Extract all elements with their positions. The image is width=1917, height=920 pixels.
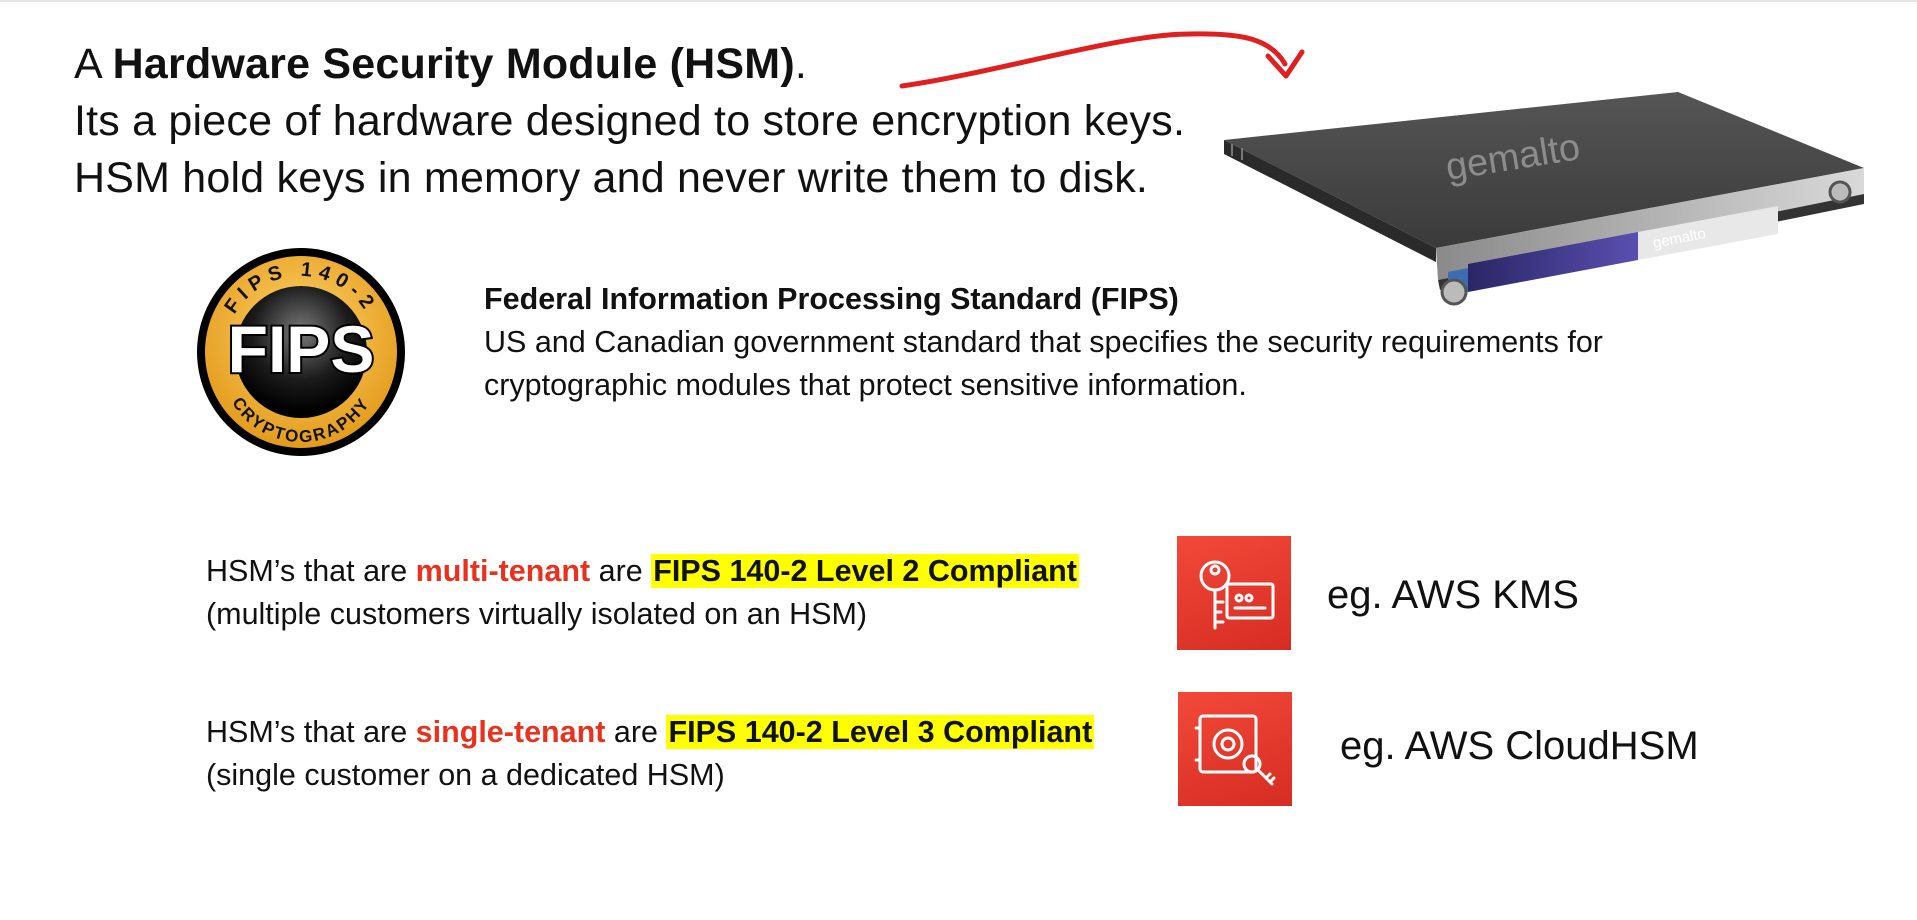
hsm-device-image: gemalto gemalto	[1224, 92, 1864, 306]
intro-line-1: A Hardware Security Module (HSM).	[74, 40, 807, 88]
aws-cloudhsm-icon	[1178, 692, 1292, 806]
multi-tenant-note: (multiple customers virtually isolated o…	[206, 597, 868, 631]
aws-cloudhsm-example: eg. AWS CloudHSM	[1340, 724, 1699, 768]
single-tenant-note: (single customer on a dedicated HSM)	[206, 758, 725, 792]
red-arrow-annotation	[899, 31, 1305, 89]
fips-badge-logo: FIPS 140-2 CRYPTOGRAPHY FIPS	[197, 248, 405, 456]
multi-tenant-line: HSM’s that are multi-tenant are FIPS 140…	[206, 554, 1079, 588]
level-3-compliance: FIPS 140-2 Level 3 Compliant	[666, 715, 1095, 749]
top-divider	[0, 0, 1917, 2]
fips-description-line-1: US and Canadian government standard that…	[484, 325, 1603, 359]
aws-kms-icon	[1177, 536, 1291, 650]
multi-tenant-term: multi-tenant	[415, 554, 591, 588]
single-tenant-line: HSM’s that are single-tenant are FIPS 14…	[206, 715, 1095, 749]
aws-kms-example: eg. AWS KMS	[1327, 573, 1579, 617]
intro-text: A Hardware Security Module (HSM). Its a …	[74, 36, 1185, 207]
single-tenant-statement: HSM’s that are single-tenant are FIPS 14…	[206, 711, 1095, 797]
intro-line-2: Its a piece of hardware designed to stor…	[74, 97, 1186, 145]
fips-description-line-2: cryptographic modules that protect sensi…	[484, 368, 1247, 402]
level-2-compliance: FIPS 140-2 Level 2 Compliant	[651, 554, 1079, 588]
intro-line-3: HSM hold keys in memory and never write …	[74, 154, 1149, 202]
hsm-term: Hardware Security Module (HSM)	[112, 40, 795, 88]
multi-tenant-statement: HSM’s that are multi-tenant are FIPS 140…	[206, 550, 1079, 636]
fips-description: Federal Information Processing Standard …	[484, 278, 1603, 407]
fips-heading: Federal Information Processing Standard …	[484, 282, 1179, 316]
fips-badge-center-text: FIPS	[228, 312, 375, 386]
single-tenant-term: single-tenant	[415, 715, 606, 749]
